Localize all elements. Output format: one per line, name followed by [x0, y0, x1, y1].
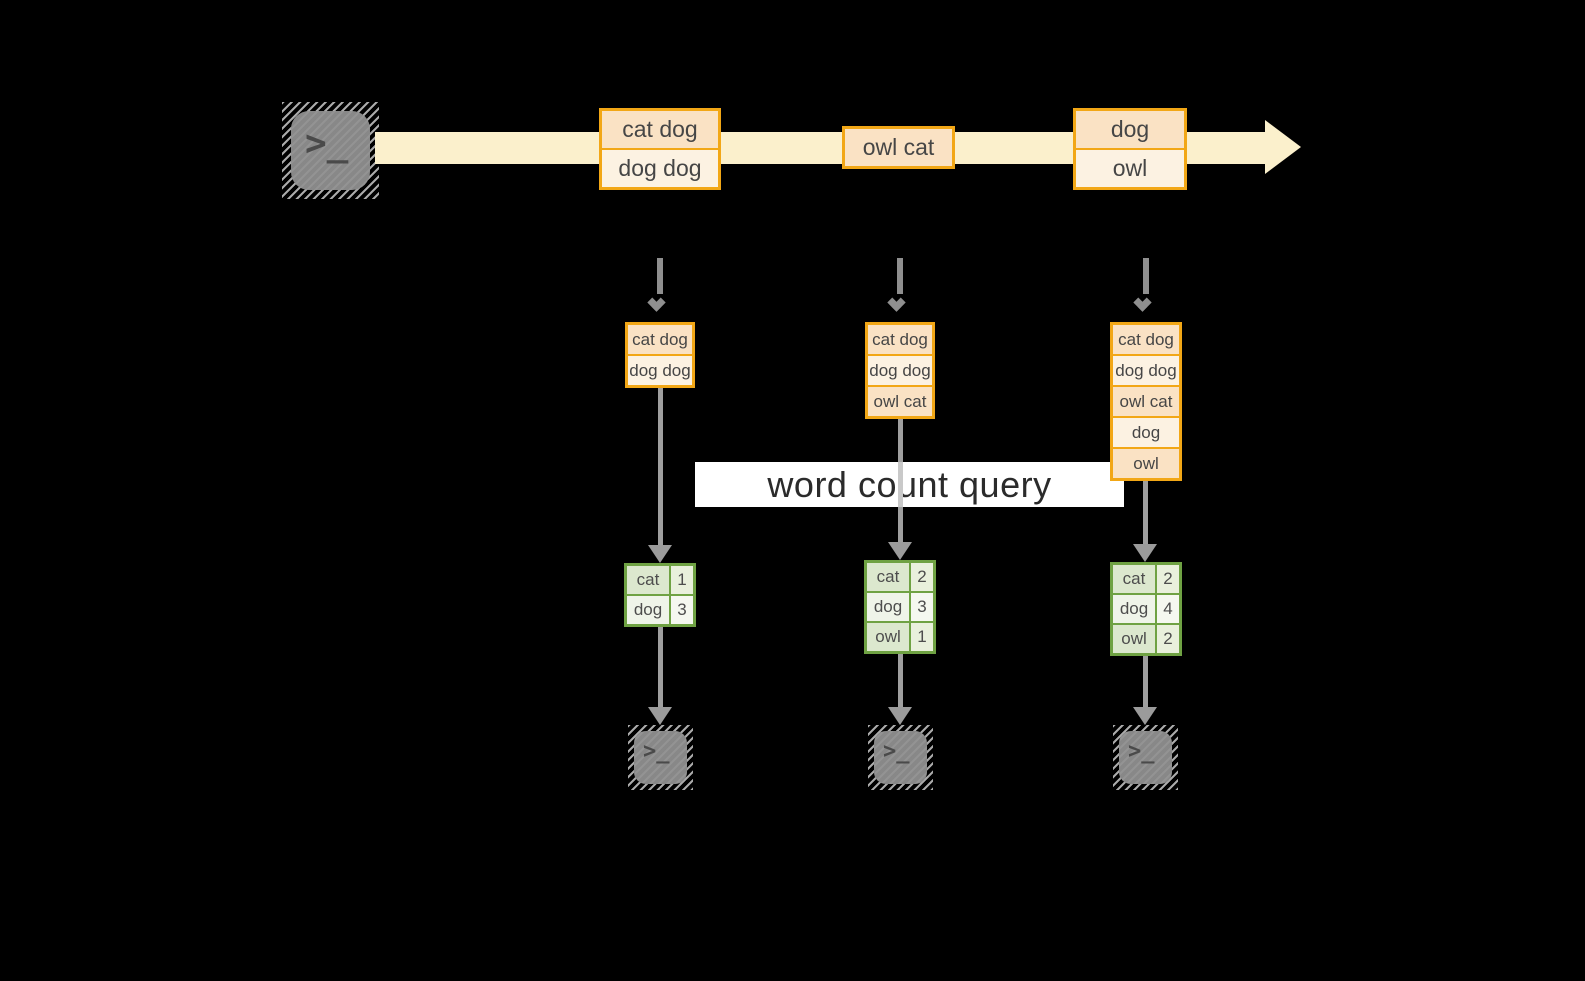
terminal-prompt-glyph: >_: [305, 123, 349, 164]
down-arrowhead-icon: [1133, 293, 1152, 312]
word-cell: cat: [1113, 565, 1155, 593]
batch-line: dog dog: [602, 150, 718, 187]
down-arrowhead-icon: [888, 542, 912, 560]
down-arrowhead-icon: [647, 293, 666, 312]
state-line: owl cat: [1113, 387, 1179, 416]
count-table: cat 1 dog 3: [624, 563, 696, 627]
word-cell: dog: [867, 593, 909, 621]
state-line: owl cat: [868, 387, 932, 416]
source-terminal-icon: >_: [282, 102, 379, 199]
count-cell: 2: [1157, 625, 1179, 653]
connector-line-overlay: [898, 462, 903, 507]
count-cell: 4: [1157, 595, 1179, 623]
down-arrowhead-icon: [887, 293, 906, 312]
dashed-down-arrow-line: [897, 258, 903, 294]
stream-arrowhead-icon: [1265, 120, 1301, 174]
terminal-screen: >_: [1119, 731, 1172, 784]
state-line: cat dog: [868, 325, 932, 354]
down-arrowhead-icon: [648, 707, 672, 725]
word-cell: dog: [627, 596, 669, 624]
state-line: cat dog: [628, 325, 692, 354]
batch-line: owl: [1076, 150, 1184, 187]
state-box: cat dog dog dog owl cat: [865, 322, 935, 419]
state-line: owl: [1113, 449, 1179, 478]
terminal-prompt-glyph: >_: [1128, 739, 1155, 764]
connector-line: [1143, 656, 1148, 708]
word-cell: dog: [1113, 595, 1155, 623]
consumer-terminal-icon: >_: [868, 725, 933, 790]
word-cell: cat: [627, 566, 669, 594]
stream-batch: dog owl: [1073, 108, 1187, 190]
batch-line: dog: [1076, 111, 1184, 148]
state-box: cat dog dog dog owl cat dog owl: [1110, 322, 1182, 481]
count-cell: 1: [671, 566, 693, 594]
connector-line: [1143, 481, 1148, 544]
stream-batch: cat dog dog dog: [599, 108, 721, 190]
consumer-terminal-icon: >_: [1113, 725, 1178, 790]
terminal-screen: >_: [291, 111, 370, 190]
connector-line: [658, 627, 663, 708]
query-label: word count query: [767, 463, 1052, 505]
dashed-down-arrow-line: [1143, 258, 1149, 294]
stream-batch: owl cat: [842, 126, 955, 169]
count-table: cat 2 dog 3 owl 1: [864, 560, 936, 654]
count-table: cat 2 dog 4 owl 2: [1110, 562, 1182, 656]
down-arrowhead-icon: [1133, 544, 1157, 562]
word-cell: owl: [867, 623, 909, 651]
terminal-screen: >_: [634, 731, 687, 784]
count-cell: 3: [911, 593, 933, 621]
batch-line: cat dog: [602, 111, 718, 148]
count-cell: 2: [1157, 565, 1179, 593]
state-line: dog: [1113, 418, 1179, 447]
terminal-screen: >_: [874, 731, 927, 784]
down-arrowhead-icon: [888, 707, 912, 725]
batch-line: owl cat: [845, 129, 952, 166]
down-arrowhead-icon: [1133, 707, 1157, 725]
state-line: dog dog: [628, 356, 692, 385]
down-arrowhead-icon: [648, 545, 672, 563]
state-line: dog dog: [868, 356, 932, 385]
count-cell: 1: [911, 623, 933, 651]
connector-line: [658, 388, 663, 546]
state-box: cat dog dog dog: [625, 322, 695, 388]
state-line: cat dog: [1113, 325, 1179, 354]
terminal-prompt-glyph: >_: [883, 739, 910, 764]
count-cell: 2: [911, 563, 933, 591]
word-cell: owl: [1113, 625, 1155, 653]
query-label-banner: word count query: [695, 462, 1124, 507]
word-cell: cat: [867, 563, 909, 591]
dashed-down-arrow-line: [657, 258, 663, 294]
state-line: dog dog: [1113, 356, 1179, 385]
connector-line: [898, 654, 903, 708]
count-cell: 3: [671, 596, 693, 624]
terminal-prompt-glyph: >_: [643, 739, 670, 764]
consumer-terminal-icon: >_: [628, 725, 693, 790]
